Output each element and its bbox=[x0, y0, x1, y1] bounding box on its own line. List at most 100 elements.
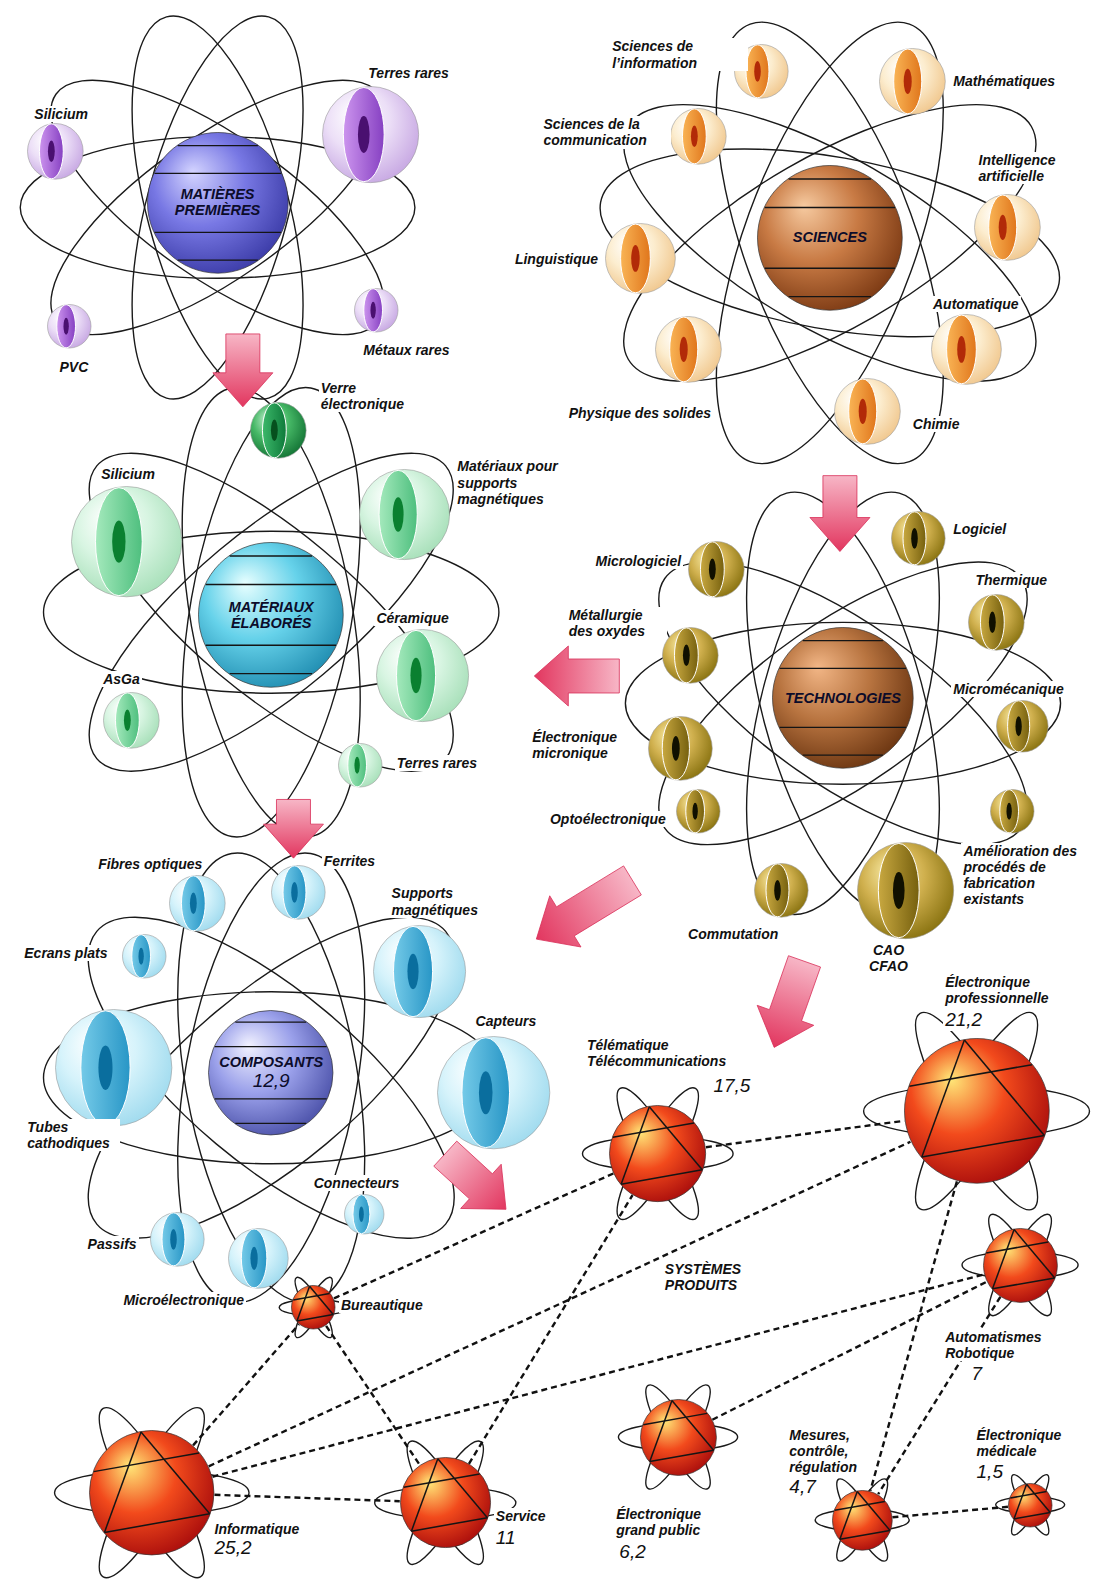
orbit-line bbox=[1010, 1491, 1046, 1497]
sphere-drawing bbox=[250, 402, 307, 459]
sphere-cut bbox=[462, 1038, 510, 1148]
sphere-body bbox=[400, 1458, 490, 1548]
core-label: MATIÈRES PREMIÈRES bbox=[152, 186, 283, 219]
sphere-drawing bbox=[648, 716, 713, 781]
sphere-drawing bbox=[373, 925, 466, 1018]
orbit-line bbox=[294, 1294, 330, 1300]
sphere-body bbox=[904, 1039, 1049, 1184]
orbit-line bbox=[297, 1315, 333, 1321]
orbit-ring bbox=[669, 0, 990, 491]
node-label: Capteurs bbox=[474, 1013, 539, 1029]
orbit-line bbox=[310, 1287, 334, 1315]
sphere-drawing bbox=[322, 86, 419, 183]
orbit-line bbox=[104, 1432, 141, 1532]
sphere-shell bbox=[338, 743, 382, 787]
sphere-cut bbox=[746, 44, 769, 97]
satellite-sphere: Chimie bbox=[834, 378, 901, 445]
value-number: 21,2 bbox=[943, 1010, 984, 1031]
orbit-ring bbox=[605, 1080, 711, 1228]
node-label: Micrologiciel bbox=[594, 553, 684, 569]
node-label: Bureautique bbox=[339, 1297, 425, 1313]
sphere-drawing bbox=[655, 316, 722, 383]
orbit-line bbox=[840, 1530, 890, 1539]
satellite-sphere: Silicium bbox=[71, 486, 182, 597]
value-number: 6,2 bbox=[617, 1542, 647, 1563]
sphere-drawing bbox=[640, 1399, 717, 1476]
orbit-line bbox=[403, 1474, 479, 1487]
satellite-sphere: Tubes cathodiques bbox=[55, 1009, 172, 1126]
sphere-core bbox=[63, 317, 68, 334]
sphere-core bbox=[98, 1045, 112, 1090]
value-number: 7 bbox=[969, 1364, 984, 1385]
orbit-line bbox=[178, 145, 258, 146]
sphere-drawing bbox=[376, 629, 469, 722]
sphere-core bbox=[48, 141, 55, 163]
orbit-ring bbox=[396, 1433, 495, 1572]
sphere-drawing bbox=[670, 108, 727, 165]
sphere-cut bbox=[181, 876, 205, 931]
node-label: Verre électronique bbox=[319, 380, 419, 412]
sphere-drawing bbox=[150, 1212, 205, 1267]
orbit-ring bbox=[585, 52, 1074, 434]
sphere-core bbox=[683, 645, 690, 667]
sphere-core bbox=[672, 737, 680, 762]
sphere-core bbox=[479, 1071, 493, 1114]
node-label: PVC bbox=[57, 359, 90, 375]
satellite-sphere: Microélectronique bbox=[228, 1228, 289, 1289]
satellite-sphere: PVC bbox=[47, 304, 92, 349]
sphere-cut bbox=[262, 403, 286, 458]
sphere-shell bbox=[990, 790, 1034, 834]
orbit-line bbox=[215, 1046, 327, 1047]
node-label: Ecrans plats bbox=[22, 945, 109, 961]
core-label: TECHNOLOGIES bbox=[785, 690, 901, 707]
satellite-sphere: Linguistique bbox=[605, 223, 676, 294]
sphere-drawing bbox=[879, 48, 946, 115]
system-sphere: Électronique professionnelle21,2 bbox=[904, 1038, 1050, 1184]
sphere-drawing bbox=[27, 123, 84, 180]
orbit-ring bbox=[618, 512, 1067, 894]
dashed-link bbox=[193, 1324, 299, 1445]
sphere-drawing bbox=[996, 700, 1049, 753]
orbit-line bbox=[621, 1107, 649, 1184]
sphere-body bbox=[199, 543, 344, 688]
sphere-shell bbox=[834, 379, 900, 445]
node-label: Sciences de l’information bbox=[610, 38, 748, 70]
sphere-shell bbox=[996, 701, 1048, 753]
sphere-core bbox=[112, 520, 125, 562]
satellite-sphere: Ecrans plats bbox=[122, 934, 167, 979]
satellite-sphere: Micrologiciel bbox=[688, 541, 745, 598]
dashed-link bbox=[212, 1274, 983, 1476]
orbit-ring bbox=[98, 0, 337, 416]
sphere-shell bbox=[676, 790, 720, 834]
orbit-ring bbox=[84, 1397, 220, 1587]
satellite-sphere: Fibres optiques bbox=[169, 875, 226, 932]
orbit-line bbox=[643, 1413, 707, 1424]
node-label: Micromécanique bbox=[951, 681, 1065, 697]
node-label: Électronique grand public bbox=[614, 1506, 724, 1538]
orbit-line bbox=[236, 1021, 307, 1022]
sphere-drawing bbox=[609, 1105, 706, 1202]
orbit-line bbox=[230, 673, 312, 674]
flow-arrow bbox=[534, 646, 619, 706]
sphere-cut bbox=[947, 315, 977, 384]
sphere-core bbox=[124, 710, 131, 732]
sphere-drawing bbox=[990, 789, 1035, 834]
orbit-ring bbox=[41, 865, 500, 1290]
sphere-core bbox=[893, 872, 905, 909]
dashed-link bbox=[209, 1142, 911, 1467]
node-label: Linguistique bbox=[513, 251, 600, 267]
sphere-shell bbox=[360, 469, 450, 559]
system-sphere: Bureautique bbox=[291, 1285, 336, 1330]
satellite-sphere: Micromécanique bbox=[996, 700, 1049, 753]
sphere-cut bbox=[766, 864, 789, 917]
satellite-sphere: Mathématiques bbox=[879, 48, 946, 115]
orbit-line bbox=[206, 645, 336, 646]
orbit-ring bbox=[290, 1274, 338, 1342]
sphere-core bbox=[190, 893, 197, 915]
sphere-body bbox=[209, 1010, 333, 1134]
orbit-line bbox=[1014, 1512, 1050, 1518]
group-title: SYSTÈMES PRODUITS bbox=[663, 1261, 768, 1293]
orbit-line bbox=[154, 172, 281, 173]
node-label: Métaux rares bbox=[361, 342, 451, 358]
sphere-cut bbox=[348, 743, 367, 786]
